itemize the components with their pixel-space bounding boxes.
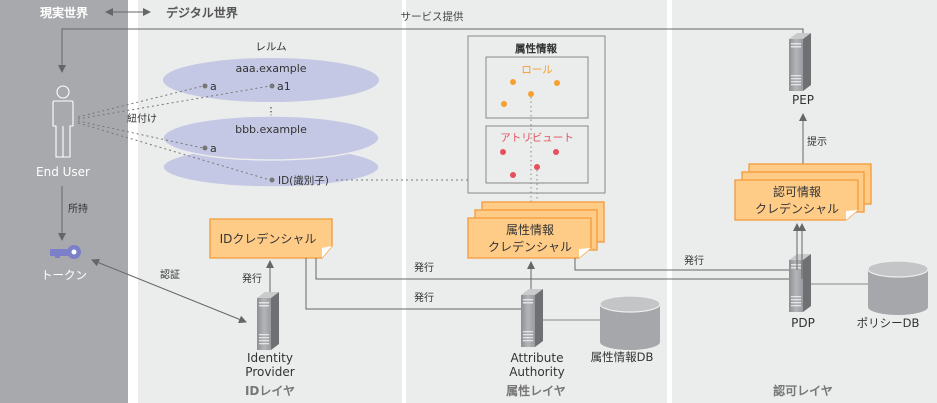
- pdp-server-icon: [789, 254, 811, 312]
- attr-credential-to-pdp-line: [574, 258, 797, 271]
- role-title: ロール: [521, 64, 553, 76]
- service-provision-arrow: [58, 28, 804, 73]
- realm-aaa-id-a1: a1: [277, 80, 291, 93]
- attribute-box: [485, 125, 589, 184]
- token-key-icon: [50, 245, 81, 259]
- pep-label: PEP: [792, 93, 814, 107]
- authz-credential-line1: 認可情報: [773, 184, 821, 199]
- issue-to-pdp-label: 発行: [414, 261, 434, 274]
- authz-issue-label: 発行: [684, 254, 704, 267]
- attribute-authority-server-icon: [521, 289, 543, 347]
- realm-bbb-name: bbb.example: [235, 123, 307, 136]
- authz-credential-stack: [734, 163, 872, 221]
- issue-to-aa-label: 発行: [414, 291, 434, 304]
- policy-db-label: ポリシーDB: [857, 316, 920, 330]
- service-provision-label: サービス提供: [401, 10, 464, 23]
- attribute-dots: [500, 149, 559, 178]
- id-layer-name: IDレイヤ: [245, 384, 295, 398]
- role-dots: [501, 79, 560, 107]
- real-world-label: 現実世界: [40, 5, 88, 20]
- id-issue-label: 発行: [242, 272, 262, 285]
- end-user-label: End User: [36, 165, 90, 179]
- identity-provider-line2: Provider: [245, 365, 294, 379]
- authentication-arrow: [91, 258, 247, 324]
- linking-dotted-lines: [77, 85, 468, 181]
- present-label: 提示: [807, 136, 827, 148]
- attribute-info-title: 属性情報: [514, 42, 557, 55]
- attribute-db-label: 属性情報DB: [591, 350, 654, 364]
- token-label: トークン: [41, 268, 87, 282]
- linking-label: 紐付け: [127, 112, 157, 125]
- attribute-dotted-links: [530, 97, 538, 210]
- role-box: [485, 56, 589, 119]
- realm-bbb-ellipse: [162, 115, 380, 161]
- attribute-title: アトリビュート: [500, 132, 574, 144]
- realm-ellipsis: ⋮: [266, 105, 277, 118]
- pep-server-icon: [789, 33, 811, 91]
- realm-identifier: ID(識別子): [278, 174, 329, 187]
- real-world-panel: [0, 0, 128, 403]
- id-credential-label: IDクレデンシャル: [220, 231, 317, 246]
- realm-aaa-id-a: a: [210, 80, 217, 93]
- digital-world-label: デジタル世界: [166, 5, 238, 20]
- attribute-layer-name: 属性レイヤ: [506, 383, 566, 398]
- policy-db-icon: [867, 260, 929, 316]
- possession-label: 所持: [68, 202, 88, 215]
- authz-layer-name: 認可レイヤ: [773, 383, 833, 398]
- identity-provider-server-icon: [257, 292, 279, 350]
- pdp-label: PDP: [791, 316, 815, 330]
- authz-credential-line2: クレデンシャル: [755, 201, 839, 216]
- id-credential-to-aa-line: [305, 258, 531, 310]
- end-user-icon: [52, 85, 74, 158]
- identity-provider-line1: Identity: [247, 351, 293, 365]
- id-credential: [209, 218, 333, 259]
- attribute-credential-line1: 属性情報: [506, 223, 554, 237]
- attribute-db-icon: [599, 295, 661, 351]
- realm-aaa-name: aaa.example: [235, 62, 306, 75]
- attribute-credential-line2: クレデンシャル: [488, 239, 572, 254]
- realm-title: レルム: [255, 41, 286, 53]
- authentication-label: 認証: [160, 268, 180, 281]
- realm-aaa-ellipse: [163, 58, 379, 102]
- attribute-authority-line2: Authority: [509, 365, 565, 379]
- attribute-authority-line1: Attribute: [511, 351, 564, 365]
- attribute-credential-stack: [467, 201, 605, 259]
- realm-bbb-id-a: a: [210, 142, 217, 155]
